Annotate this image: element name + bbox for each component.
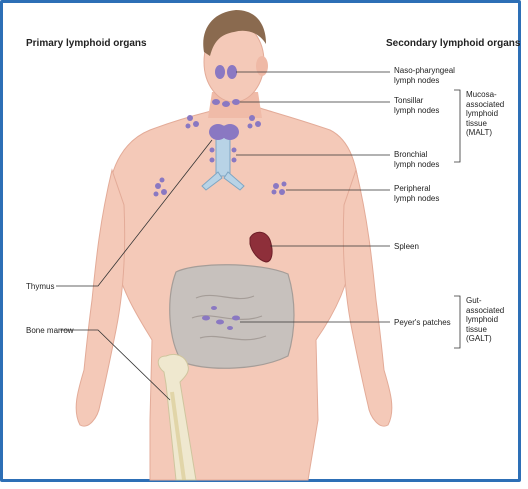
human-body-silhouette: [76, 22, 392, 480]
label-bone-marrow: Bone marrow: [26, 326, 74, 336]
label-tonsillar-lymph-nodes: Tonsillar lymph nodes: [394, 96, 439, 115]
label-spleen: Spleen: [394, 242, 419, 252]
intestines: [170, 265, 294, 369]
label-bronchial-lymph-nodes: Bronchial lymph nodes: [394, 150, 439, 169]
secondary-lymphoid-organs-heading: Secondary lymphoid organs: [386, 38, 520, 49]
label-thymus: Thymus: [26, 282, 54, 292]
label-peripheral-lymph-nodes: Peripheral lymph nodes: [394, 184, 439, 203]
label-galt-group: Gut- associated lymphoid tissue (GALT): [466, 296, 504, 344]
label-malt-group: Mucosa- associated lymphoid tissue (MALT…: [466, 90, 504, 138]
label-nasopharyngeal-lymph-nodes: Naso-pharyngeal lymph nodes: [394, 66, 455, 85]
primary-lymphoid-organs-heading: Primary lymphoid organs: [26, 38, 147, 49]
label-peyers-patches: Peyer's patches: [394, 318, 451, 328]
thymus: [209, 124, 239, 140]
